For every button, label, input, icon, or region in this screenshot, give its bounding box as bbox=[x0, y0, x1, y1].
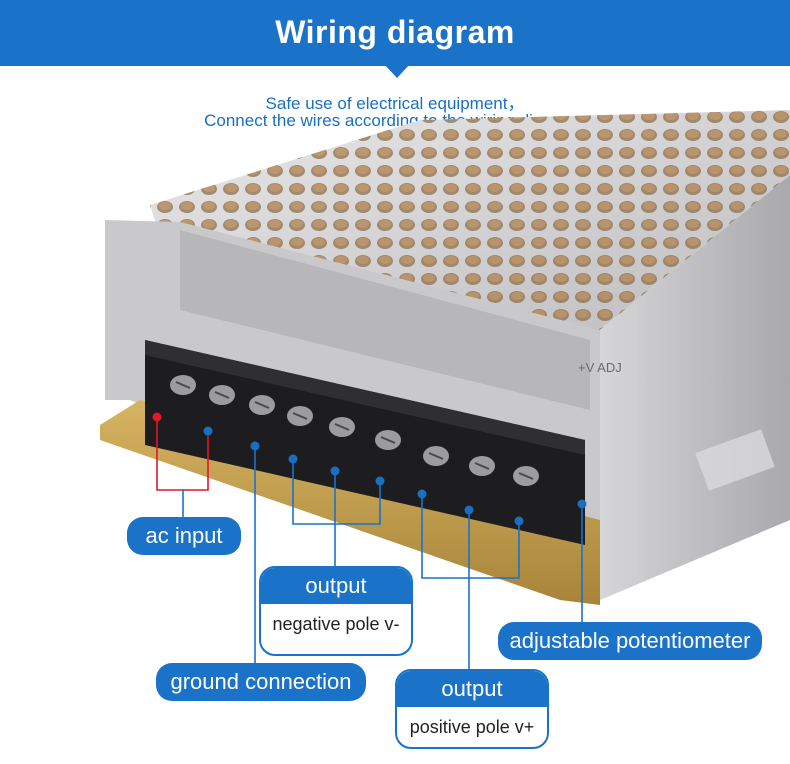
pos-dot-3 bbox=[514, 516, 524, 526]
screw-slot bbox=[214, 391, 230, 399]
connector-lines bbox=[156, 417, 583, 669]
ac-dot-neutral bbox=[203, 426, 213, 436]
neg-dot-1 bbox=[288, 454, 298, 464]
header-banner: Wiring diagram bbox=[0, 0, 790, 66]
screw-slot bbox=[254, 401, 270, 409]
screw-slot bbox=[175, 381, 191, 389]
ac-dot-live bbox=[152, 412, 162, 422]
output-positive-head: output bbox=[397, 671, 547, 707]
screw-slot bbox=[518, 472, 534, 480]
terminal-block bbox=[145, 340, 585, 545]
output-negative-head: output bbox=[261, 568, 411, 604]
neg-dot-3 bbox=[375, 476, 385, 486]
pos-dot-1 bbox=[417, 489, 427, 499]
output-negative-box: output negative pole v- bbox=[259, 566, 413, 656]
output-positive-body: positive pole v+ bbox=[409, 717, 535, 737]
right-side-panel bbox=[600, 175, 790, 600]
adj-panel-text: +V ADJ bbox=[578, 360, 622, 375]
adjustable-potentiometer-label: adjustable potentiometer bbox=[498, 622, 762, 660]
output-positive-box: output positive pole v+ bbox=[395, 669, 549, 749]
output-negative-body: negative pole v- bbox=[272, 614, 400, 634]
connector-dots bbox=[152, 412, 587, 526]
pot-dot bbox=[577, 499, 587, 509]
screw-slot bbox=[474, 462, 490, 470]
screw-slot bbox=[380, 436, 396, 444]
ac-input-label: ac input bbox=[127, 517, 241, 555]
page-title: Wiring diagram bbox=[275, 14, 515, 50]
screw-slot bbox=[428, 452, 444, 460]
screw-slot bbox=[334, 423, 350, 431]
banner-pointer bbox=[384, 64, 410, 78]
ground-dot bbox=[250, 441, 260, 451]
pos-dot-2 bbox=[464, 505, 474, 515]
screw-slot bbox=[292, 412, 308, 420]
ground-connection-label: ground connection bbox=[156, 663, 366, 701]
subtitle-line-1: Safe use of electrical equipment， bbox=[265, 94, 525, 113]
neg-dot-2 bbox=[330, 466, 340, 476]
